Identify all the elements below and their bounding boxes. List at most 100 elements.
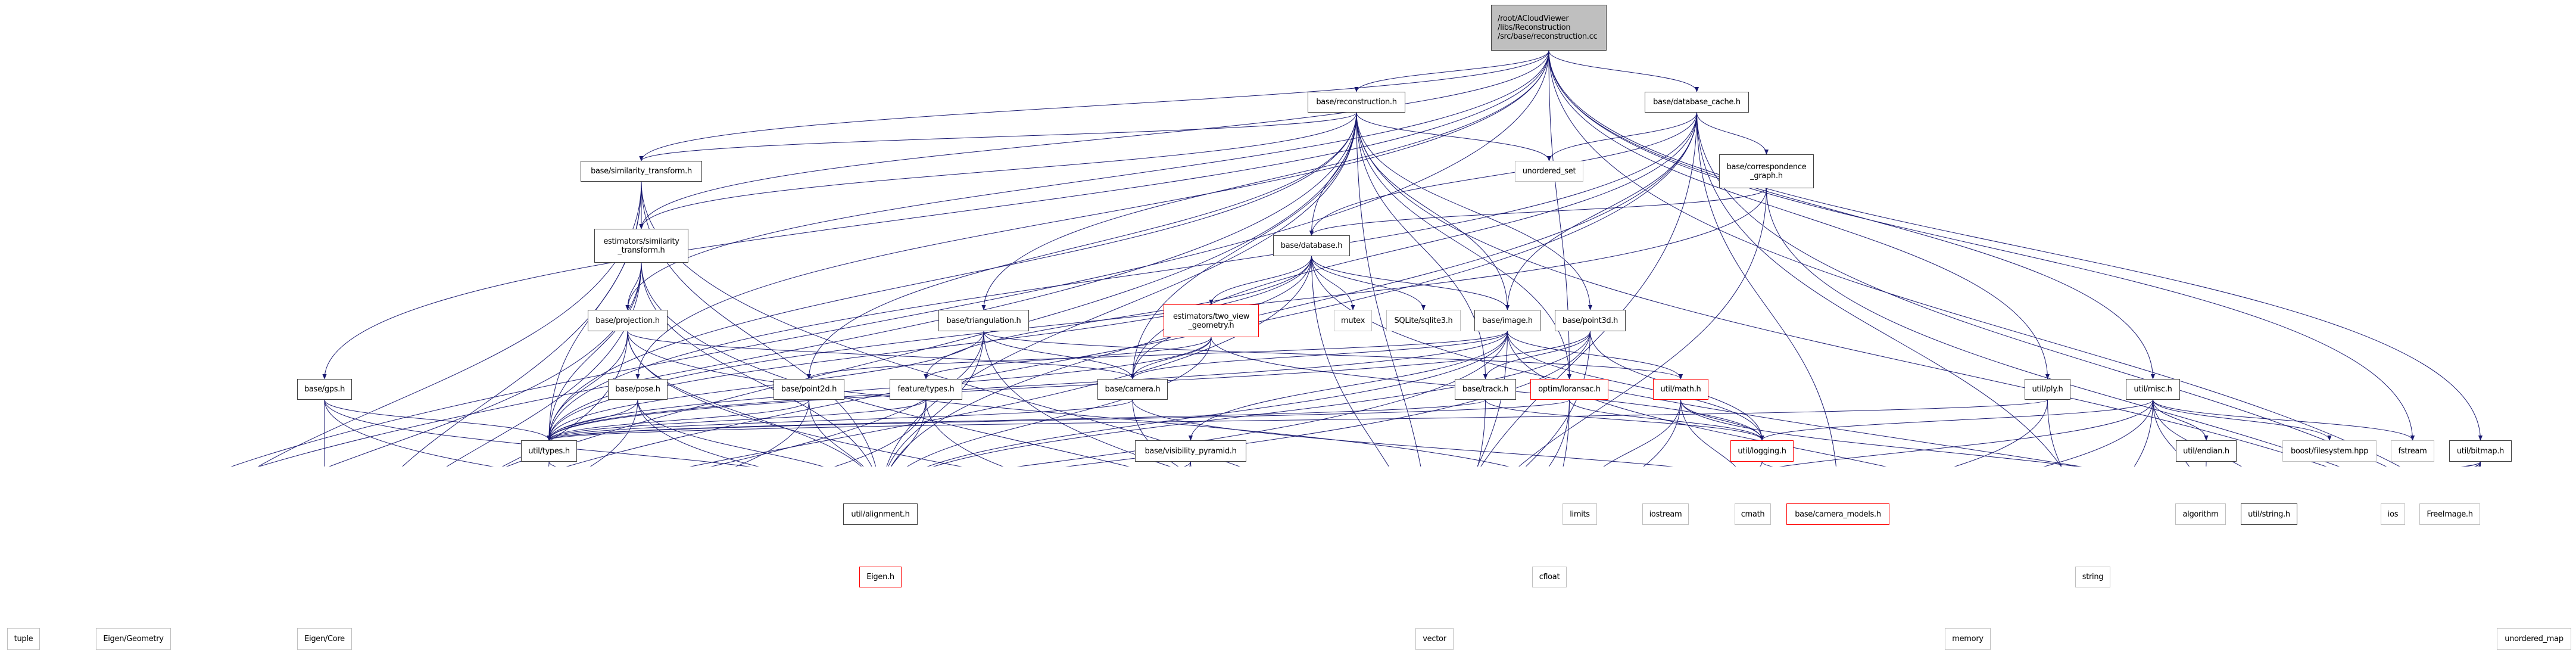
node-alignment-h[interactable]: util/alignment.h	[843, 503, 918, 525]
edge-image-h-to-string	[1507, 331, 1887, 466]
edge-triangulation-h-to-camera-h	[983, 331, 1135, 380]
node-cfloat[interactable]: cfloat	[1532, 567, 1567, 587]
node-sqlite3-h[interactable]: SQLite/sqlite3.h	[1386, 310, 1461, 331]
node-label: cmath	[1741, 509, 1765, 519]
edge-est-similarity-transform-h-to-alignment-h	[641, 262, 872, 466]
node-label: Eigen/Geometry	[103, 635, 164, 643]
node-unordered-map[interactable]: unordered_map	[2497, 628, 2571, 650]
node-image-h[interactable]: base/image.h	[1474, 310, 1540, 331]
node-camera-models-h[interactable]: base/camera_models.h	[1786, 503, 1889, 525]
edge-root-to-gps-h	[322, 50, 1549, 380]
node-label: /root/ACloudViewer	[1498, 14, 1569, 23]
edge-projection-h-to-alignment-h	[627, 331, 862, 466]
edge-image-h-to-camera-h	[1130, 331, 1508, 380]
node-pose-h[interactable]: base/pose.h	[608, 379, 668, 400]
edge-reconstruction-h-to-unordered-map	[1356, 112, 2327, 466]
node-label: mutex	[1341, 316, 1365, 325]
node-bitmap-h[interactable]: util/bitmap.h	[2449, 440, 2512, 462]
node-loransac-h[interactable]: optim/loransac.h	[1530, 379, 1608, 400]
node-est-similarity-transform-h[interactable]: estimators/similarity_transform.h	[594, 229, 688, 263]
node-freeimage-h[interactable]: FreeImage.h	[2419, 503, 2480, 525]
edge-reconstruction-h-to-est-similarity-transform-h	[639, 112, 1357, 229]
edge-bitmap-h-to-algorithm	[2474, 461, 2481, 466]
edge-misc-h-to-fstream	[2153, 399, 2415, 441]
edge-loransac-h-to-logging-h	[1569, 399, 1764, 441]
node-reconstruction-h[interactable]: base/reconstruction.h	[1308, 92, 1405, 113]
node-label: Eigen.h	[866, 573, 894, 581]
edge-similarity-transform-h-to-vector	[641, 181, 1240, 466]
node-two-view-geometry-h[interactable]: estimators/two_view_geometry.h	[1164, 304, 1259, 337]
node-string[interactable]: string	[2075, 567, 2110, 587]
node-limits[interactable]: limits	[1563, 503, 1597, 525]
node-logging-h[interactable]: util/logging.h	[1730, 440, 1794, 462]
node-label: memory	[1952, 635, 1984, 643]
node-misc-h[interactable]: util/misc.h	[2126, 379, 2180, 400]
edge-loransac-h-to-cfloat	[1563, 399, 1570, 466]
node-label: base/pose.h	[615, 385, 660, 394]
edge-misc-h-to-vector	[2043, 399, 2153, 466]
edge-root-to-tuple	[230, 50, 1549, 466]
edge-misc-h-to-iostream	[1779, 399, 2153, 466]
node-eigen-core[interactable]: Eigen/Core	[297, 628, 352, 650]
node-label: Eigen/Core	[304, 635, 345, 643]
node-visibility-pyramid-h[interactable]: base/visibility_pyramid.h	[1135, 440, 1246, 462]
edge-camera-h-to-types-h	[547, 399, 1133, 441]
edge-point3d-h-to-alignment-h	[933, 331, 1590, 466]
node-types-h[interactable]: util/types.h	[521, 440, 577, 462]
node-database-cache-h[interactable]: base/database_cache.h	[1645, 92, 1749, 113]
node-boost-filesystem[interactable]: boost/filesystem.hpp	[2282, 440, 2377, 462]
node-tuple[interactable]: tuple	[7, 628, 40, 650]
edge-logging-h-to-string-h	[1761, 461, 1774, 466]
edge-projection-h-to-vector	[627, 331, 962, 466]
edge-est-similarity-transform-h-to-types-h	[547, 262, 642, 441]
edge-types-h-to-eigen-core	[548, 461, 550, 466]
node-cmath[interactable]: cmath	[1735, 503, 1771, 525]
edge-database-h-to-image-h	[1311, 256, 1510, 310]
node-label: feature/types.h	[897, 385, 955, 394]
node-algorithm[interactable]: algorithm	[2175, 503, 2226, 525]
node-memory[interactable]: memory	[1945, 628, 1991, 650]
node-label: algorithm	[2182, 509, 2219, 519]
edge-root-to-projection-h	[625, 50, 1549, 310]
edge-reconstruction-h-to-point3d-h	[1356, 112, 1593, 310]
node-ply-h[interactable]: util/ply.h	[2025, 379, 2070, 400]
node-ios[interactable]: ios	[2381, 503, 2405, 525]
edge-two-view-geometry-h-to-camera-h	[1130, 337, 1212, 380]
edge-track-h-to-logging-h	[1485, 399, 1764, 441]
node-feature-types-h[interactable]: feature/types.h	[890, 379, 962, 400]
node-point2d-h[interactable]: base/point2d.h	[774, 379, 844, 400]
node-projection-h[interactable]: base/projection.h	[588, 310, 668, 331]
edge-track-h-to-vector	[1477, 399, 1486, 466]
edge-correspondence-graph-h-to-database-h	[1309, 188, 1767, 236]
node-similarity-transform-h[interactable]: base/similarity_transform.h	[581, 161, 702, 182]
edge-point2d-h-to-types-h	[547, 399, 809, 441]
node-mutex[interactable]: mutex	[1334, 310, 1372, 331]
node-eigen-geometry[interactable]: Eigen/Geometry	[96, 628, 171, 650]
node-root[interactable]: /root/ACloudViewer/libs/Reconstruction/s…	[1491, 5, 1607, 51]
node-gps-h[interactable]: base/gps.h	[297, 379, 352, 400]
node-vector[interactable]: vector	[1415, 628, 1454, 650]
node-triangulation-h[interactable]: base/triangulation.h	[938, 310, 1029, 331]
node-label: base/track.h	[1462, 385, 1509, 394]
node-unordered-set[interactable]: unordered_set	[1515, 161, 1583, 182]
edge-database-h-to-two-view-geometry-h	[1209, 256, 1312, 305]
edge-root-to-triangulation-h	[981, 50, 1549, 310]
node-endian-h[interactable]: util/endian.h	[2176, 440, 2237, 462]
node-iostream[interactable]: iostream	[1642, 503, 1689, 525]
edge-reconstruction-h-to-similarity-transform-h	[639, 112, 1357, 161]
node-math-h[interactable]: util/math.h	[1653, 379, 1708, 400]
edge-visibility-pyramid-h-to-eigen-core	[1189, 461, 1191, 466]
edge-misc-h-to-boost-filesystem	[2153, 399, 2332, 441]
node-track-h[interactable]: base/track.h	[1455, 379, 1516, 400]
node-camera-h[interactable]: base/camera.h	[1097, 379, 1168, 400]
edge-reconstruction-h-to-unordered-set	[1356, 112, 1552, 161]
node-label: util/bitmap.h	[2456, 446, 2505, 456]
node-string-h[interactable]: util/string.h	[2241, 503, 2297, 525]
node-eigen-h[interactable]: Eigen.h	[859, 567, 902, 587]
node-label: optim/loransac.h	[1538, 385, 1601, 394]
node-label: base/projection.h	[595, 316, 660, 325]
node-fstream[interactable]: fstream	[2391, 440, 2434, 462]
node-correspondence-graph-h[interactable]: base/correspondence_graph.h	[1719, 154, 1814, 188]
node-database-h[interactable]: base/database.h	[1273, 235, 1350, 256]
node-point3d-h[interactable]: base/point3d.h	[1555, 310, 1626, 331]
